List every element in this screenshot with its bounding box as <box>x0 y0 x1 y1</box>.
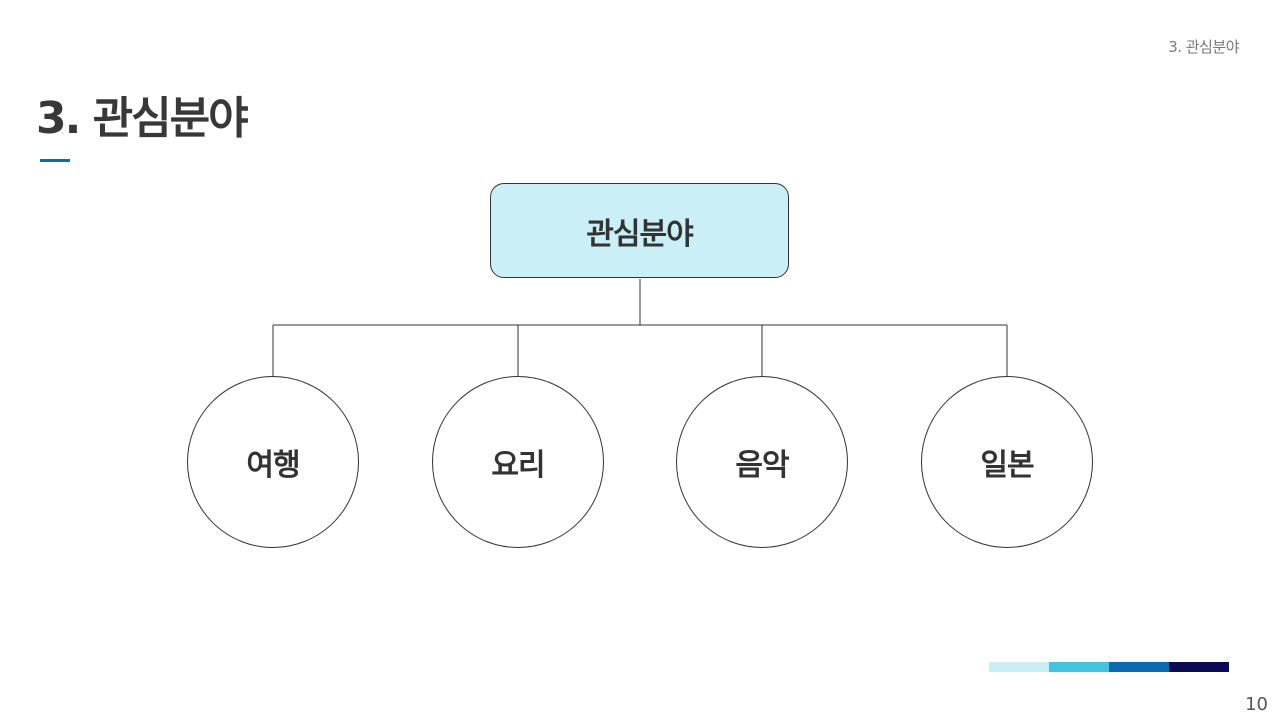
color-bar-segment <box>1049 662 1109 672</box>
root-node-label: 관심분야 <box>586 216 693 252</box>
child-node-label: 요리 <box>491 448 545 483</box>
color-bar-segment <box>989 662 1049 672</box>
color-bar <box>989 662 1229 672</box>
color-bar-segment <box>1169 662 1229 672</box>
child-node: 요리 <box>432 376 604 548</box>
page-title: 3. 관심분야 <box>36 93 249 144</box>
title-accent-line <box>40 159 70 162</box>
child-node: 음악 <box>676 376 848 548</box>
child-node-label: 여행 <box>246 448 300 483</box>
child-node-label: 음악 <box>735 448 789 483</box>
section-tag: 3. 관심분야 <box>1168 38 1239 56</box>
color-bar-segment <box>1109 662 1169 672</box>
root-node: 관심분야 <box>490 183 789 278</box>
child-node: 일본 <box>921 376 1093 548</box>
page-number: 10 <box>1245 694 1268 715</box>
child-node: 여행 <box>187 376 359 548</box>
child-node-label: 일본 <box>980 448 1034 483</box>
